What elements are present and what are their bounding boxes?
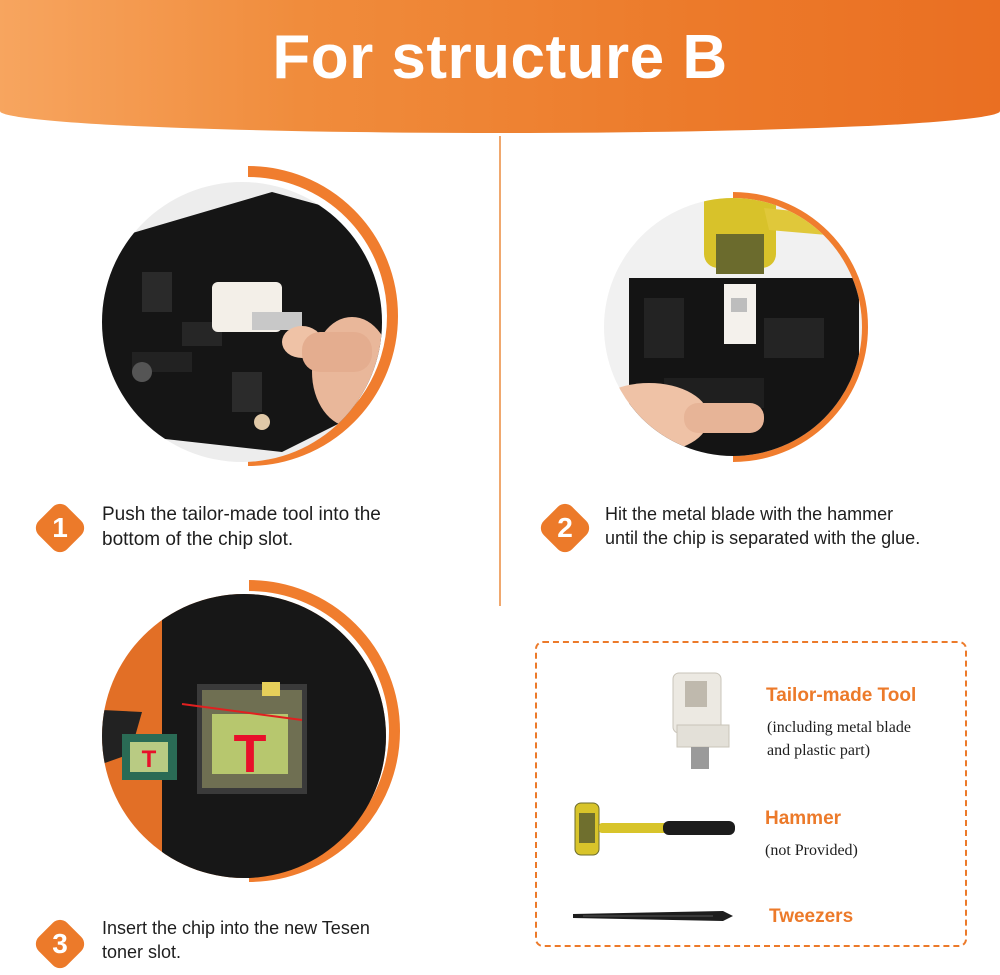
step-line: toner slot. xyxy=(102,942,182,962)
tool-note-line: (not Provided) xyxy=(765,842,858,859)
step-description: Insert the chip into the new Tesen toner… xyxy=(102,916,370,964)
cartridge-photo xyxy=(102,182,382,462)
step-line: Push the tailor-made tool into the xyxy=(102,504,381,525)
tools-panel: Tailor-made Tool (including metal blade … xyxy=(535,641,967,947)
step-line: until the chip is separated with the glu… xyxy=(605,528,921,548)
column-divider xyxy=(499,136,501,606)
step-3: 3 Insert the chip into the new Tesen ton… xyxy=(31,915,370,973)
hammer-icon xyxy=(573,799,737,859)
hammer-cartridge-photo xyxy=(604,198,862,456)
step-number: 2 xyxy=(557,512,573,543)
chip-small-mark: T xyxy=(142,746,157,773)
step-number-badge: 1 xyxy=(31,499,89,557)
step-2: 2 Hit the metal blade with the hammer un… xyxy=(536,499,920,557)
tailor-made-tool-icon xyxy=(669,669,735,773)
step-line: bottom of the chip slot. xyxy=(102,529,294,550)
tool-note-line: (including metal blade xyxy=(767,719,911,736)
tool-name: Tweezers xyxy=(769,906,854,927)
step-1-photo xyxy=(98,166,403,466)
tweezers-icon xyxy=(573,907,733,925)
step-line: Insert the chip into the new Tesen xyxy=(102,918,370,938)
tool-note-line: and plastic part) xyxy=(767,742,871,759)
step-number: 3 xyxy=(52,928,68,959)
chip-large-mark: T xyxy=(234,724,267,784)
header-banner: For structure B xyxy=(0,0,1000,133)
step-number-badge: 3 xyxy=(31,915,89,973)
chip-insert-photo: T T xyxy=(102,594,386,878)
step-number: 1 xyxy=(52,512,68,543)
step-1: 1 Push the tailor-made tool into the bot… xyxy=(31,499,381,557)
step-description: Hit the metal blade with the hammer unti… xyxy=(605,502,920,550)
step-description: Push the tailor-made tool into the botto… xyxy=(102,502,381,552)
tool-name: Tailor-made Tool xyxy=(766,685,917,706)
page-title: For structure B xyxy=(272,23,728,92)
step-3-photo: T T xyxy=(98,580,403,885)
tool-note: (not Provided) xyxy=(765,839,858,862)
step-line: Hit the metal blade with the hammer xyxy=(605,504,894,524)
tool-note: (including metal blade and plastic part) xyxy=(767,716,911,762)
step-number-badge: 2 xyxy=(536,499,594,557)
tool-name: Hammer xyxy=(765,808,842,829)
step-2-photo xyxy=(598,192,874,468)
